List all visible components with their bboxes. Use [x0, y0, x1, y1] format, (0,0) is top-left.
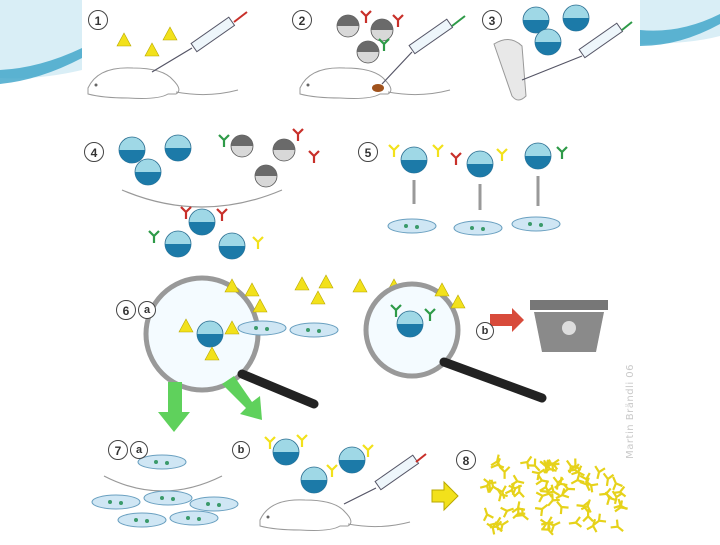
panel-5-culture — [388, 143, 567, 235]
antibody — [500, 467, 510, 479]
panel-6b-screening-negative — [366, 283, 608, 398]
antibody — [568, 517, 581, 529]
syringe-icon — [152, 12, 247, 72]
panel-2-harvest-spleen — [300, 11, 465, 99]
step-8-label: 8 — [456, 450, 476, 470]
antibody — [480, 506, 493, 521]
panel-7b-mouse-injection — [260, 435, 426, 531]
antibody — [587, 518, 600, 532]
antibody — [611, 520, 627, 535]
step-3-label: 3 — [482, 10, 502, 30]
panel-7a-clones — [92, 455, 238, 527]
antibody — [535, 501, 551, 516]
panel-3-myeloma-cells — [494, 5, 632, 100]
step-6a-label: a — [138, 301, 156, 319]
antibody — [602, 473, 614, 486]
arrow-icon — [432, 482, 458, 510]
step-7b-label: b — [232, 441, 250, 459]
hybridoma-figure: 1 2 3 4 5 6 a b 7 a b 8 Martin Brändli 0… — [82, 0, 640, 540]
syringe-icon — [382, 16, 465, 84]
step-5-label: 5 — [358, 142, 378, 162]
image-credit: Martin Brändli 06 — [625, 364, 636, 459]
panel-4-fusion — [119, 129, 319, 259]
step-7-label: 7 — [108, 440, 128, 460]
arrow-icon — [490, 308, 524, 332]
figure-illustration — [82, 0, 640, 540]
step-6b-label: b — [476, 322, 494, 340]
antibody — [520, 453, 535, 469]
magnifier-icon — [366, 284, 542, 398]
antibody — [593, 466, 605, 480]
step-1-label: 1 — [88, 10, 108, 30]
antibody — [583, 509, 593, 521]
step-2-label: 2 — [292, 10, 312, 30]
step-7a-label: a — [130, 441, 148, 459]
step-6-label: 6 — [116, 300, 136, 320]
panel-1-immunize — [88, 12, 247, 99]
step-4-label: 4 — [84, 142, 104, 162]
trash-bin-icon — [530, 300, 608, 352]
